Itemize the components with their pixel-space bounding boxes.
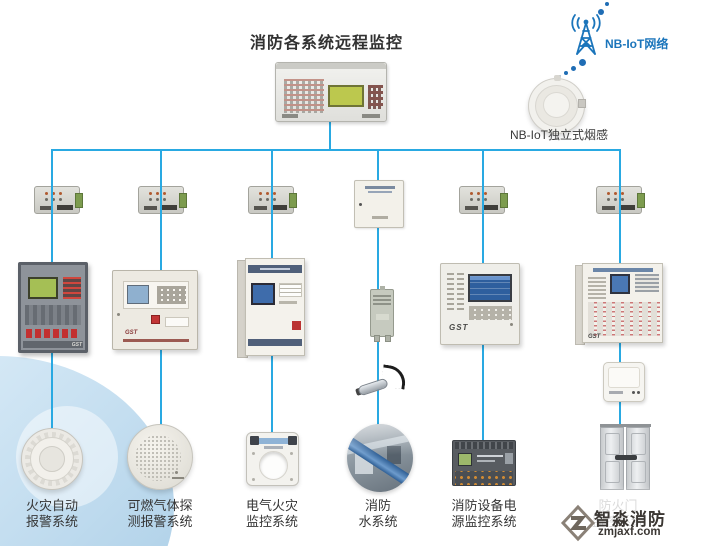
transmitter-module-1 [34,186,83,214]
branch-label-electrical-fire: 电气火灾监控系统 [245,498,298,529]
bus-line [51,149,621,151]
gateway-lcd-screen [328,85,364,107]
signal-dot [564,71,568,75]
branch-label-gas-detection: 可燃气体探测报警系统 [127,498,193,529]
panel-lcd-screen [251,283,275,305]
signal-transmitter [370,286,394,342]
nbiot-network-label: NB-IoT网络 [605,37,669,51]
branch-line-4 [377,149,379,426]
signal-dot [605,2,609,6]
brand-logo: GST [71,342,82,348]
gas-detection-control-panel: GST [112,270,198,350]
watermark: 智淼消防 zmjaxf.com [558,499,698,546]
brand-logo: GST [449,323,469,332]
wireless-collection-box [354,180,404,228]
door-release-device [603,362,645,402]
brand-logo: GST [588,334,601,340]
branch-label-fire-water: 消防水系统 [358,498,398,529]
power-monitor-control-panel: GST [440,263,520,345]
watermark-name: 智淼消防 [594,510,666,529]
panel-lcd-screen [468,274,512,302]
fire-door-monitor-cabinet: GST [582,263,663,343]
smoke-detector [21,428,83,490]
panel-lcd-screen [610,274,630,294]
panel-lcd-screen [127,285,149,304]
diagram-title: 消防各系统远程监控 [250,35,404,52]
remote-monitoring-gateway [275,62,387,122]
branch-label-power-monitor: 消防设备电源监控系统 [451,498,517,529]
watermark-logo-icon [560,504,596,542]
brand-logo: GST [125,330,138,336]
door-handle [615,455,637,460]
fire-water-system-photo [347,424,413,492]
panel-lcd-screen [28,277,58,299]
signal-dot [571,66,576,71]
signal-dot [579,59,586,66]
nbiot-detector-label: NB-IoT独立式烟感 [509,128,608,142]
fire-door [600,424,651,490]
current-transformer [246,432,299,486]
signal-dot [598,9,604,15]
pressure-sensor-probe [355,364,410,404]
watermark-site: zmjaxf.com [598,526,661,538]
gateway-drop-line [329,120,331,150]
nbiot-antenna-icon [566,13,606,57]
fire-alarm-control-panel: GST [18,262,88,353]
nbiot-smoke-detector [528,75,586,134]
gas-detector [127,424,193,490]
branch-label-fire-alarm: 火灾自动报警系统 [25,498,78,529]
power-monitoring-module [452,440,516,486]
electrical-fire-monitor-cabinet [245,258,305,356]
